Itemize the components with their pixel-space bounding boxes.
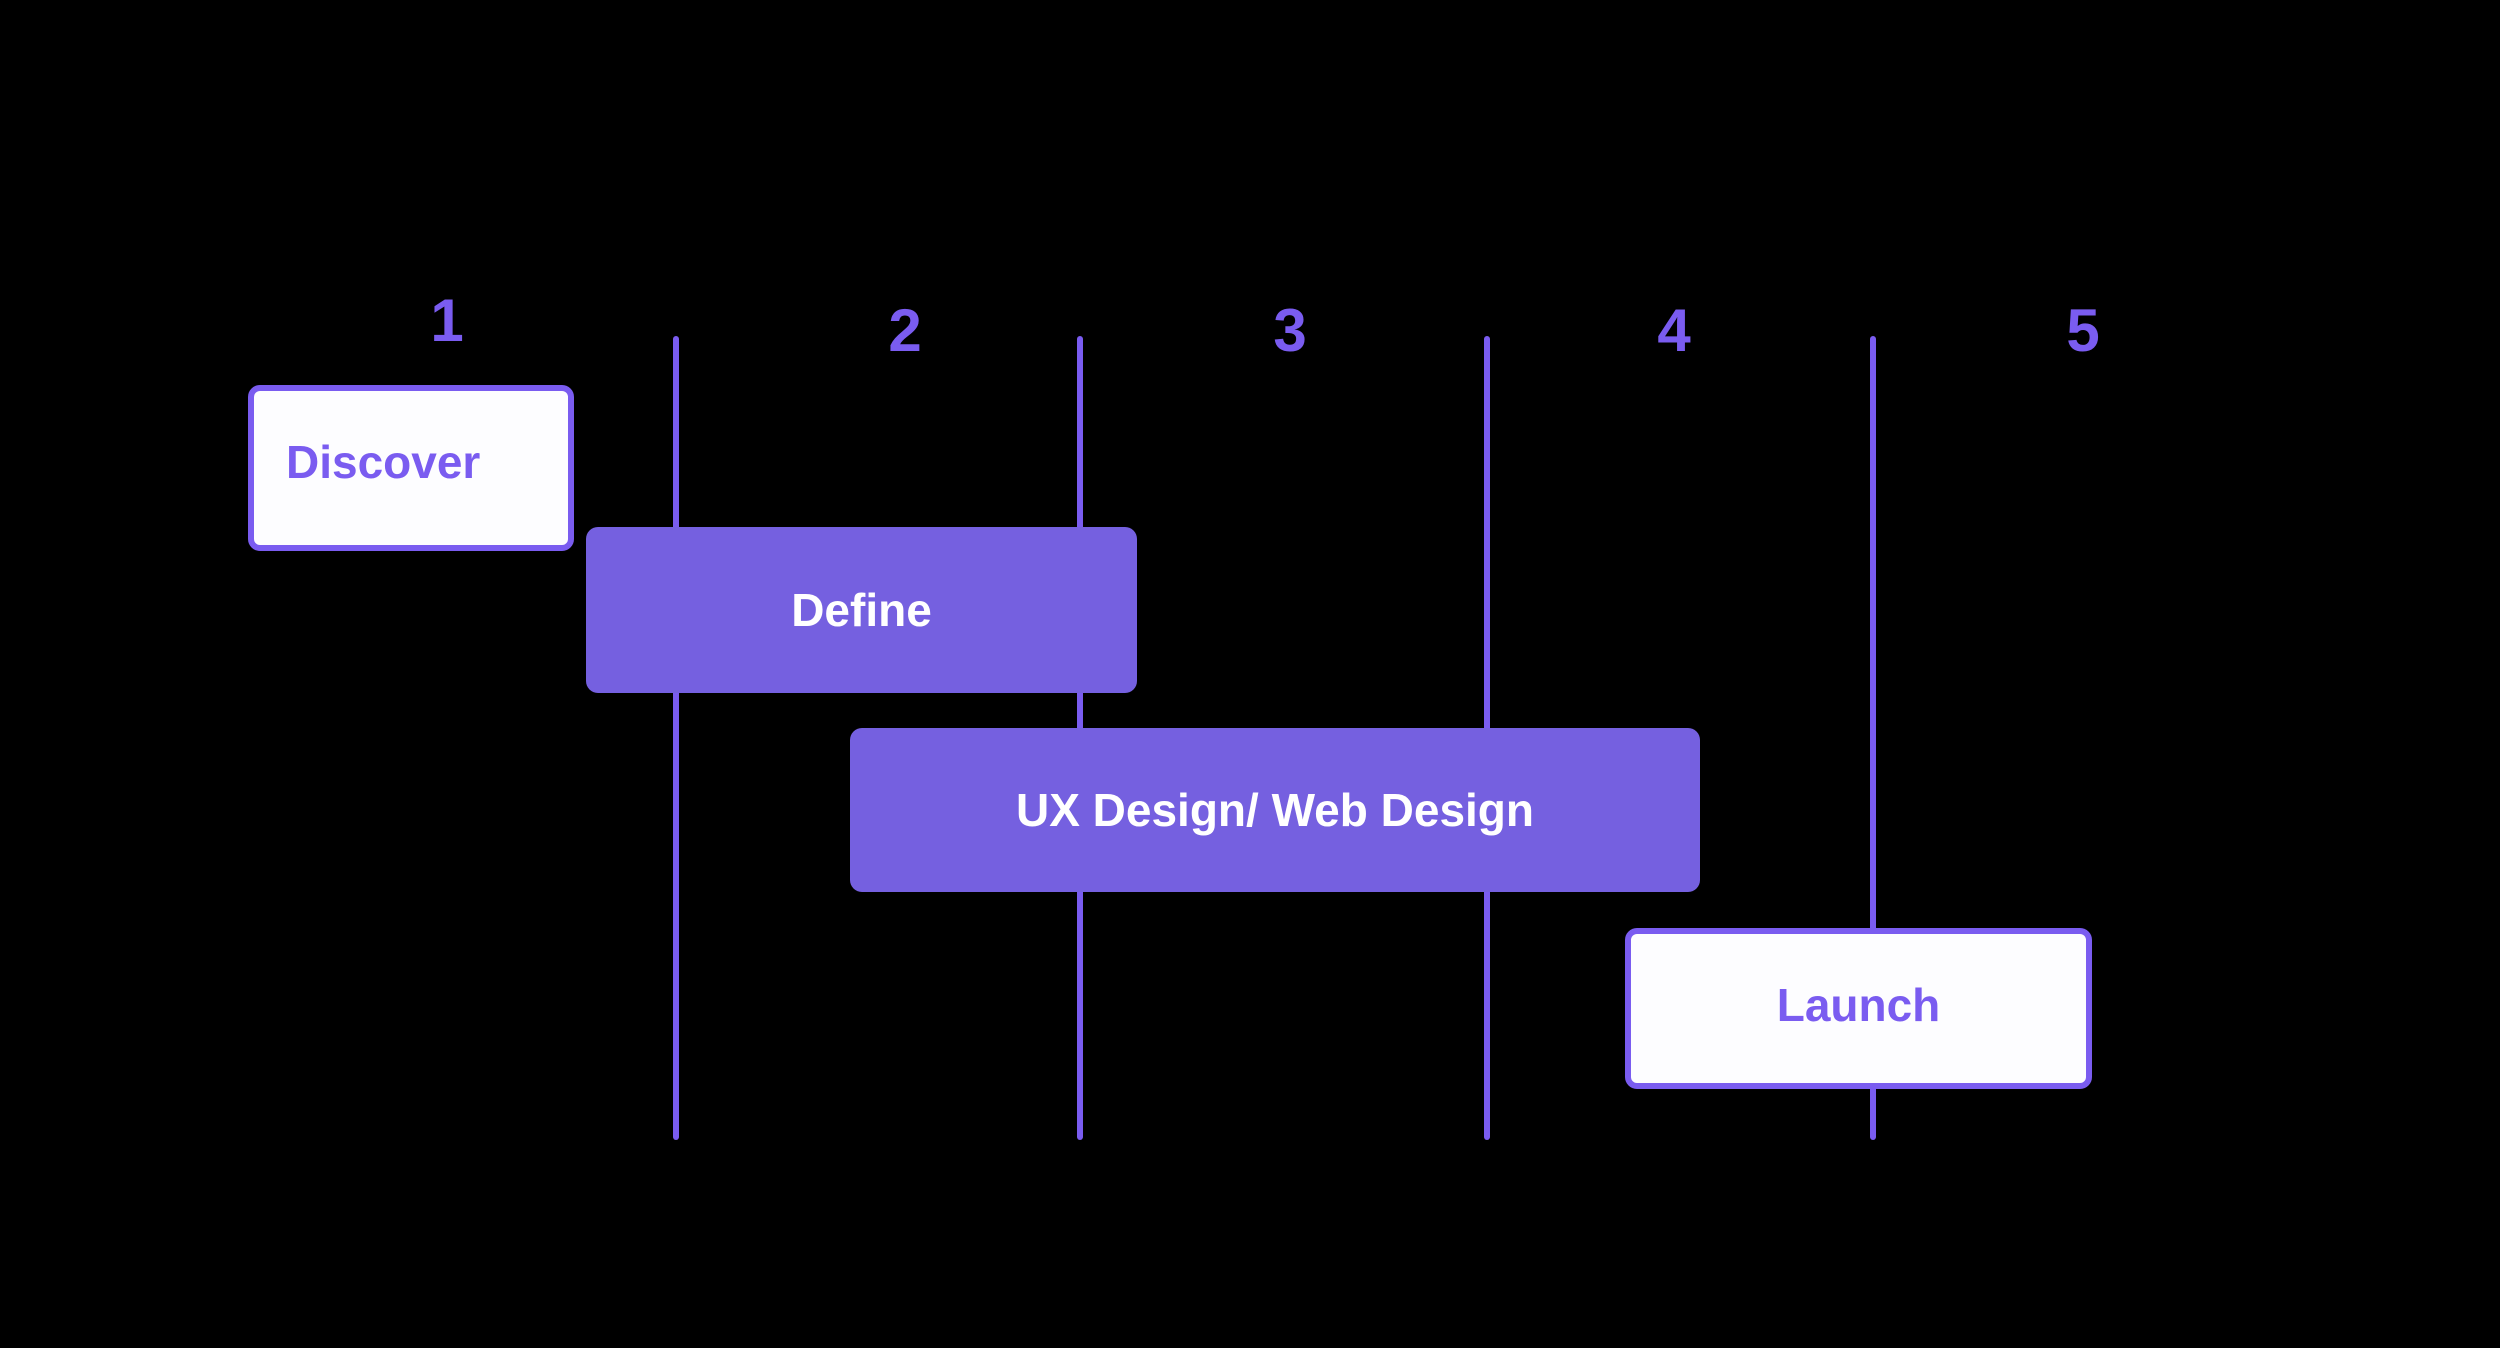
phase-number-3: 3 [1273,297,1307,364]
gridline-phase-1-2 [673,336,679,1140]
task-bar-launch[interactable]: Launch [1625,928,2092,1089]
phase-number-2: 2 [888,297,922,364]
task-bar-discover[interactable]: Discover [248,385,574,551]
gridline-phase-4-5 [1870,336,1876,1140]
task-bar-define[interactable]: Define [586,527,1137,693]
phase-number-4: 4 [1657,297,1691,364]
phase-number-5: 5 [2066,297,2100,364]
phase-number-1: 1 [430,287,464,354]
task-bar-ux-design-web-design[interactable]: UX Design/ Web Design [850,728,1700,892]
